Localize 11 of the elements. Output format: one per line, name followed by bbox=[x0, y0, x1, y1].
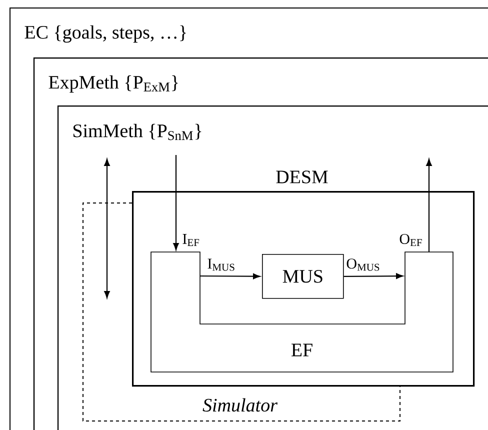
node-label: DESM bbox=[276, 170, 328, 184]
arrow bbox=[173, 155, 179, 250]
edge-label: O$_{MUS}$ bbox=[346, 258, 380, 271]
arrow bbox=[426, 158, 432, 252]
arrow bbox=[200, 273, 260, 280]
edge-label: I$_{MUS}$ bbox=[208, 258, 234, 271]
edge-label: O$_{EF}$ bbox=[400, 234, 422, 246]
process-box: MUS bbox=[262, 254, 344, 299]
edge-label: I$_{EF}$ bbox=[182, 234, 200, 246]
arrow bbox=[344, 273, 404, 279]
frame-label: Simulator bbox=[202, 398, 278, 412]
